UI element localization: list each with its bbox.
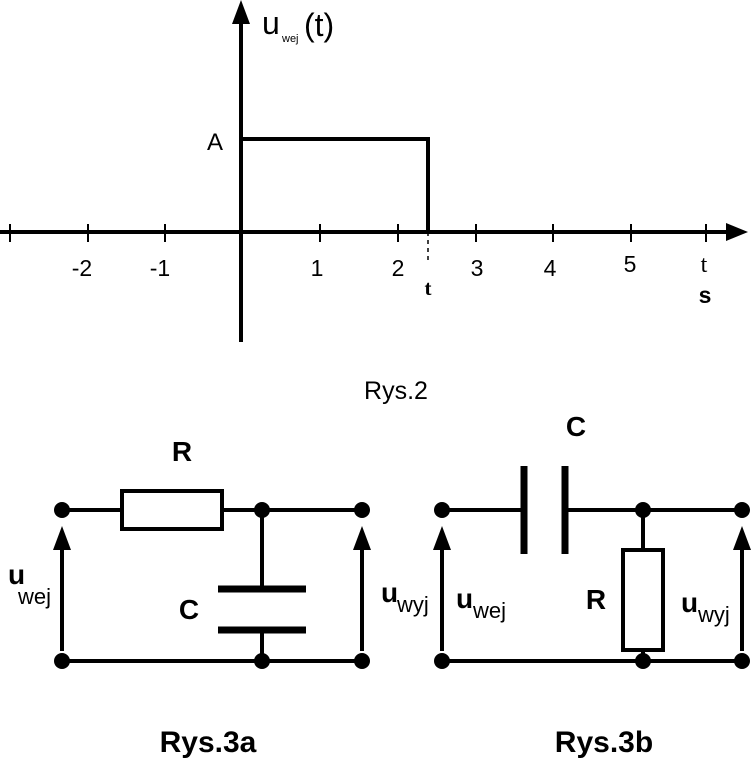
output-voltage-label-main: u	[381, 577, 398, 608]
capacitor-label: C	[566, 411, 586, 442]
x-axis-unit: s	[699, 282, 712, 308]
x-tick-label: -1	[150, 255, 170, 281]
x-axis-label: t	[701, 252, 708, 278]
x-tick-label: 5	[624, 251, 637, 277]
terminal-node	[434, 653, 450, 669]
circuit-3b: C R u wej u wyj Rys.3b	[433, 411, 751, 759]
capacitor-label: C	[179, 594, 199, 625]
output-voltage-label-main: u	[681, 587, 698, 618]
output-voltage-label-sub: wyj	[396, 592, 429, 617]
arrowhead	[733, 526, 751, 550]
graph-caption: Rys.2	[364, 377, 428, 405]
input-voltage-label-sub: wej	[472, 598, 506, 623]
x-axis-arrowhead	[726, 223, 748, 241]
y-axis-arrowhead	[232, 0, 250, 24]
arrowhead	[433, 526, 451, 550]
resistor-symbol	[120, 489, 224, 531]
circuit-3b-caption: Rys.3b	[555, 726, 653, 759]
junction-node	[635, 653, 651, 669]
pulse-end-label: t	[425, 276, 432, 300]
input-voltage-label-main: u	[456, 583, 473, 614]
junction-node	[254, 653, 270, 669]
terminal-node	[354, 502, 370, 518]
output-voltage-label-sub: wyj	[697, 602, 730, 627]
amplitude-label: A	[207, 129, 223, 156]
terminal-node	[734, 653, 750, 669]
arrowhead	[353, 526, 371, 550]
y-axis-label-arg: (t)	[304, 7, 334, 43]
rectangular-pulse	[241, 137, 430, 232]
x-axis-ticks	[9, 224, 707, 242]
resistor-label: R	[586, 584, 606, 615]
arrowhead	[53, 526, 71, 550]
x-tick-label: 3	[471, 255, 484, 281]
circuit-3a-caption: Rys.3a	[160, 726, 257, 759]
resistor-symbol	[621, 548, 665, 652]
x-tick-label: 1	[311, 255, 324, 281]
terminal-node	[54, 653, 70, 669]
x-tick-label: 4	[544, 255, 557, 281]
input-voltage-label-sub: wej	[17, 584, 51, 609]
terminal-node	[354, 653, 370, 669]
x-tick-label: 2	[392, 255, 405, 281]
y-axis-label-main: u	[262, 5, 280, 41]
y-axis-label-sub: wej	[281, 33, 299, 45]
pulse-graph: -2 -1 1 2 3 4 5 t A u wej (t) t s Rys.2	[0, 0, 748, 405]
input-voltage-label-main: u	[8, 559, 25, 590]
terminal-node	[54, 502, 70, 518]
x-tick-label: -2	[72, 255, 92, 281]
junction-node	[254, 502, 270, 518]
terminal-node	[434, 502, 450, 518]
circuit-3a: R C u wej u wyj Rys.3a	[8, 436, 429, 759]
junction-node	[635, 502, 651, 518]
resistor-label: R	[172, 436, 192, 467]
terminal-node	[734, 502, 750, 518]
